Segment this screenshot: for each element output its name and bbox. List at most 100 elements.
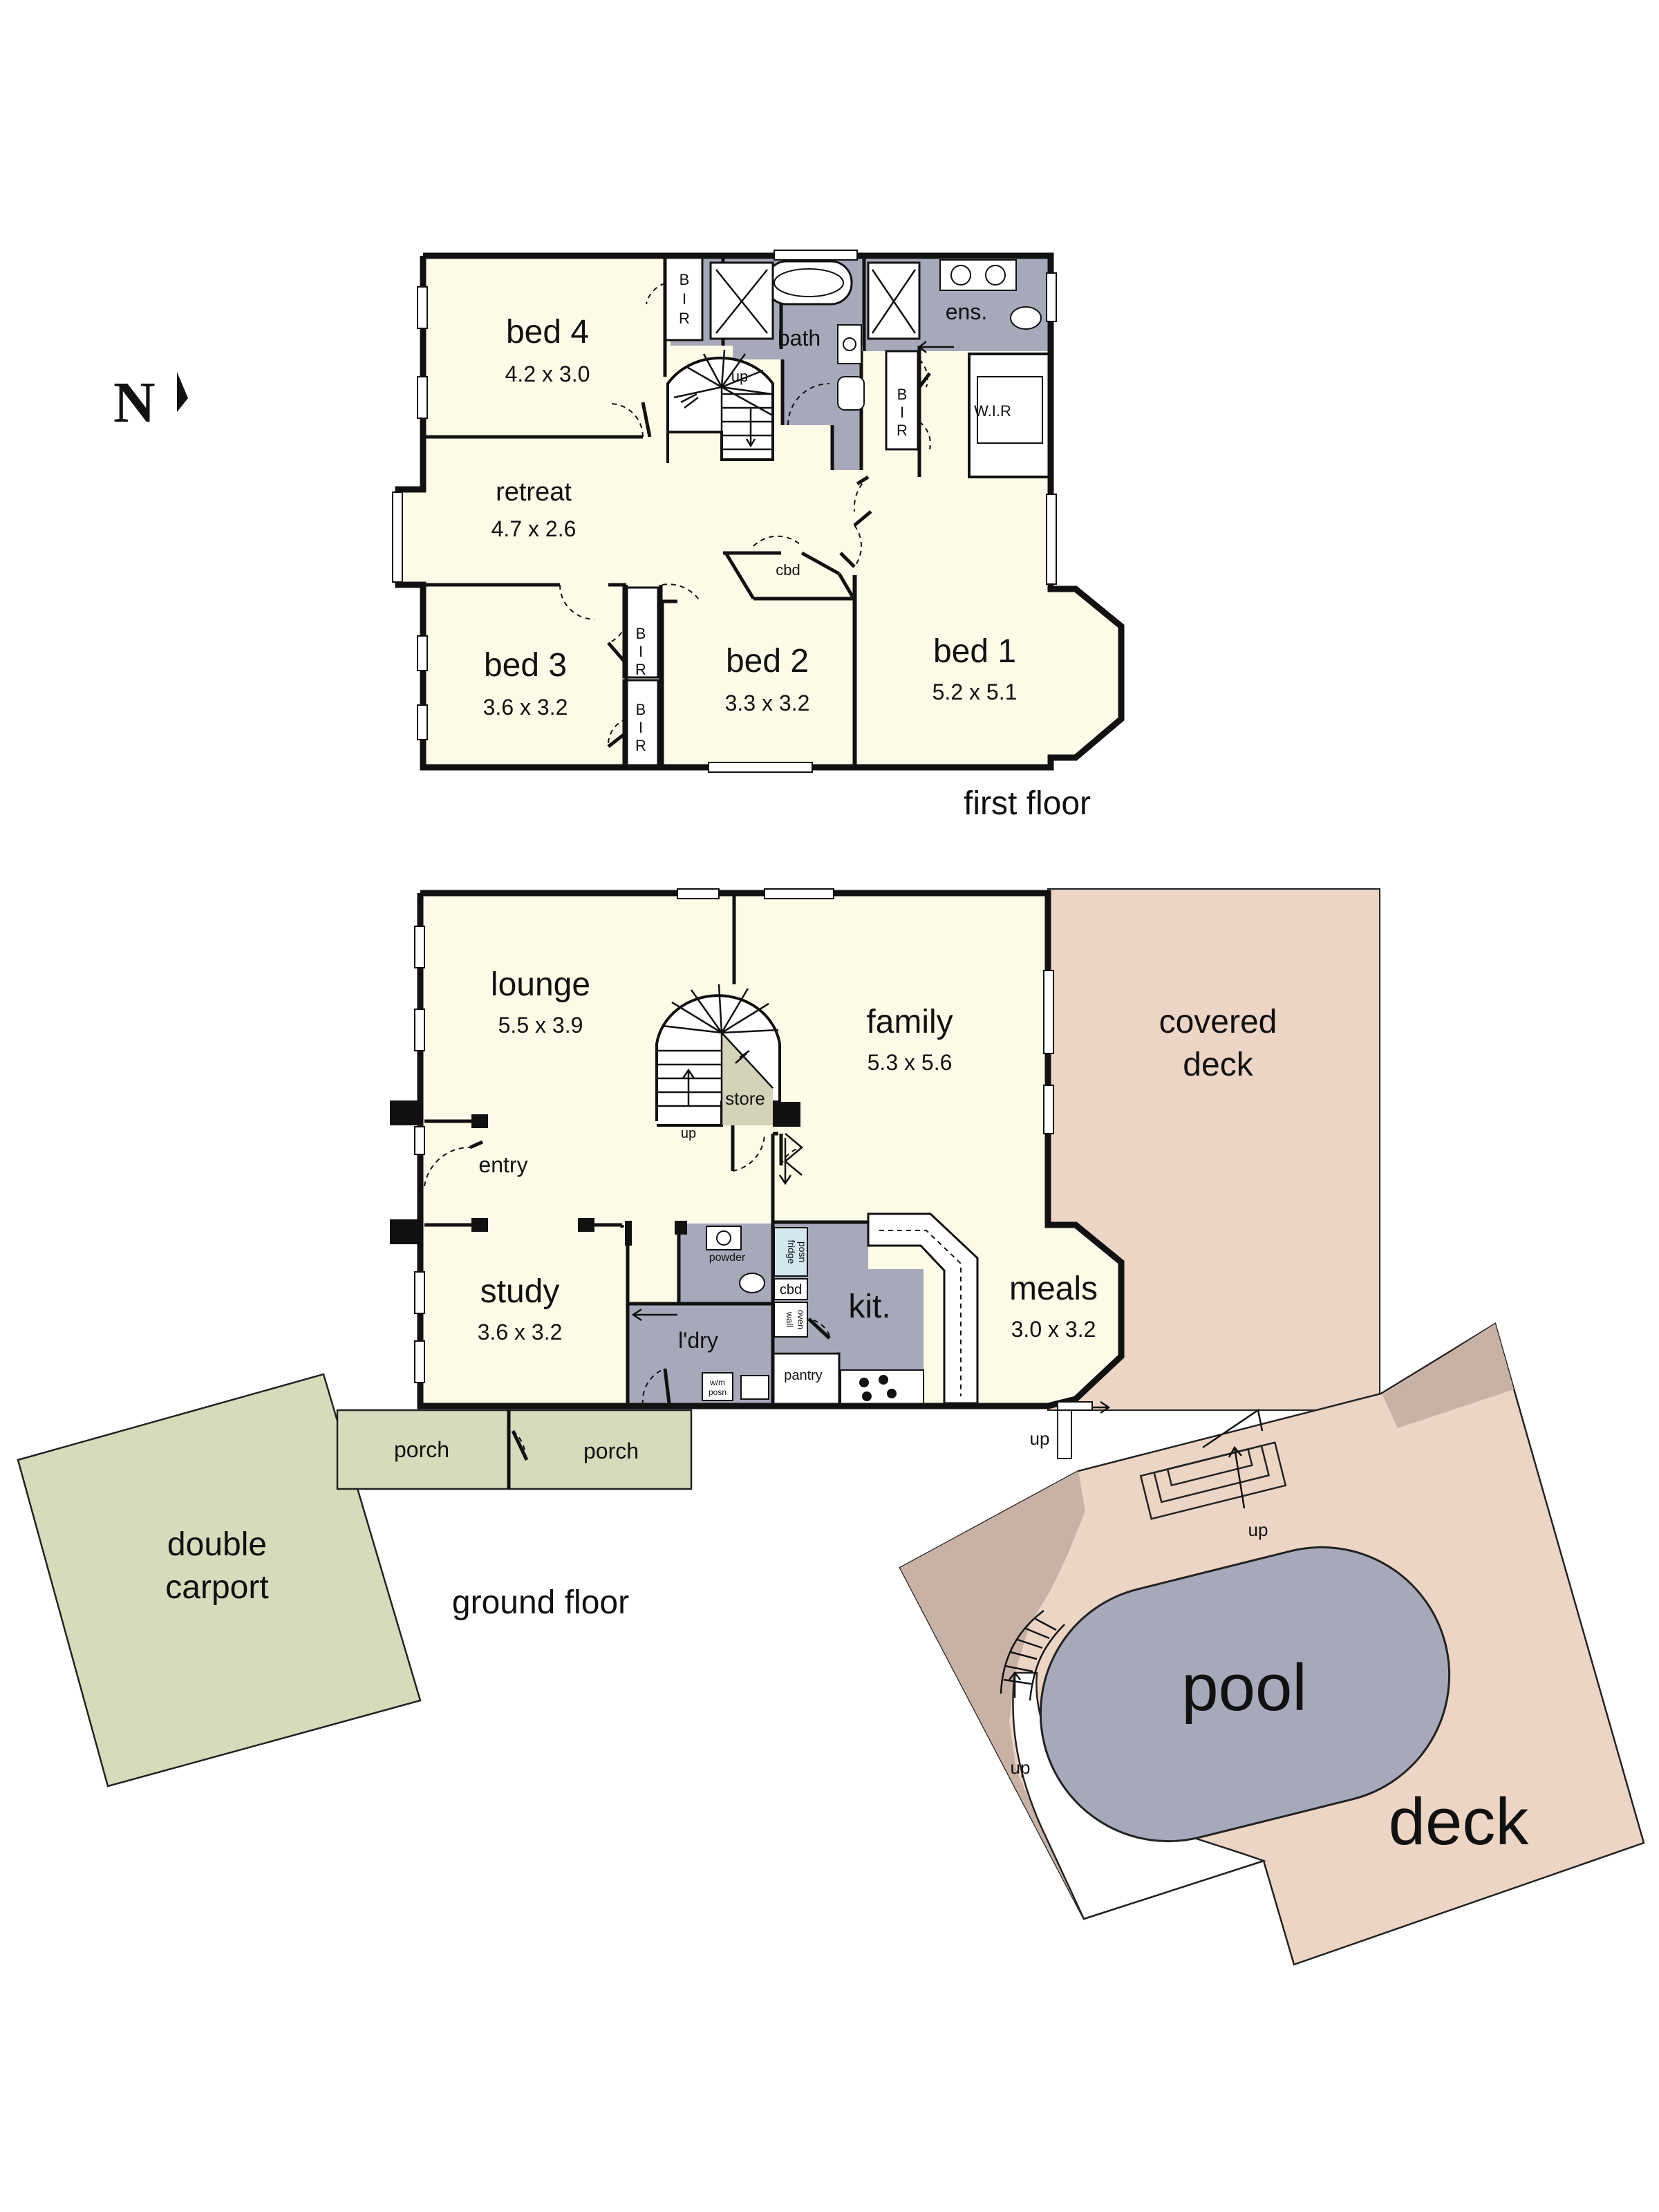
- powder-toilet-icon: [739, 1273, 765, 1293]
- porch-left-label: porch: [394, 1437, 449, 1462]
- lounge-size: 5.5 x 3.9: [498, 1013, 583, 1038]
- svg-text:I: I: [682, 290, 686, 308]
- ground-floor-stair-up: up: [681, 1126, 696, 1141]
- steps-up-label: up: [1248, 1519, 1268, 1540]
- covered-deck-line1: covered: [1159, 1004, 1277, 1040]
- first-floor-door-leaves: [607, 372, 931, 748]
- retreat-name: retreat: [496, 478, 572, 507]
- ground-floor: up lounge 5.5 x 3.9 family 5.3: [390, 888, 1125, 1411]
- bir-bed4-letters: B I R: [679, 271, 690, 327]
- pool-steps-up-label: up: [1011, 1757, 1031, 1778]
- wm-line2: posn: [709, 1387, 727, 1397]
- bed3-name: bed 3: [484, 647, 567, 684]
- fridge-line1: fridge: [786, 1239, 797, 1264]
- first-floor-stair: up: [666, 349, 774, 463]
- bir-bed4: [664, 256, 704, 341]
- basin-bath-icon: [837, 324, 862, 364]
- svg-text:B: B: [636, 701, 646, 718]
- first-floor-cbd-label: cbd: [776, 561, 800, 579]
- bed1-name: bed 1: [933, 633, 1016, 670]
- deck-label: deck: [1389, 1785, 1530, 1859]
- bed1-size: 5.2 x 5.1: [932, 679, 1018, 704]
- deck-dark-band-top: [1382, 1324, 1514, 1428]
- laundry-arrow: [631, 1308, 677, 1322]
- bath-label: bath: [778, 326, 821, 350]
- kitchen-area: [773, 1224, 924, 1370]
- wm-box: [702, 1372, 733, 1401]
- svg-text:R: R: [635, 661, 646, 678]
- pool-steps: [1000, 1610, 1065, 1701]
- porch-right-label: porch: [583, 1438, 639, 1463]
- kitchen-label: kit.: [848, 1288, 890, 1325]
- pool-shape: [1039, 1546, 1451, 1843]
- family-size: 5.3 x 5.6: [868, 1050, 953, 1075]
- svg-text:B: B: [636, 625, 646, 642]
- wm-line1: w/m: [709, 1378, 725, 1387]
- svg-text:R: R: [897, 422, 908, 439]
- svg-text:I: I: [900, 404, 904, 421]
- first-floor-caption: first floor: [964, 785, 1091, 822]
- wir-label: W.I.R: [974, 402, 1011, 420]
- compass: N: [113, 371, 188, 435]
- wall-posts: [390, 1100, 800, 1246]
- svg-text:I: I: [639, 719, 643, 736]
- north-arrow-icon: [177, 372, 188, 412]
- ground-floor-caption: ground floor: [452, 1584, 629, 1621]
- store-label: store: [725, 1088, 765, 1109]
- deck-steps-upper: [1139, 1441, 1287, 1520]
- first-floor-windows: [392, 250, 1057, 773]
- ground-floor-windows: [414, 888, 1093, 1411]
- fridge-line2: posn: [797, 1241, 808, 1262]
- cbd-box: [774, 1278, 808, 1300]
- pantry-label: pantry: [784, 1368, 823, 1383]
- toilet-ens-icon: [1010, 306, 1042, 330]
- svg-text:R: R: [635, 737, 646, 754]
- first-floor-stair-up: up: [731, 368, 748, 385]
- outdoor-areas: covered deck porch porch double carport …: [17, 888, 1645, 1966]
- svg-text:R: R: [679, 310, 690, 327]
- deck-dark-band-left: [900, 1471, 1085, 1919]
- porch-right-area: [507, 1409, 693, 1490]
- bir-bed1-letters: B I R: [897, 386, 908, 439]
- retreat-size: 4.7 x 2.6: [491, 516, 577, 541]
- porch-gate-leaf: [511, 1430, 529, 1461]
- bed3-size: 3.6 x 3.2: [483, 695, 568, 720]
- ens-label: ens.: [946, 299, 987, 324]
- carport-line1: double: [167, 1526, 267, 1563]
- meals-size: 3.0 x 3.2: [1011, 1317, 1096, 1342]
- powder-label: powder: [709, 1252, 746, 1264]
- bir-bed3-a: [622, 586, 659, 679]
- ground-floor-interior-walls: [424, 893, 868, 1406]
- bathtub-inner-icon: [774, 268, 844, 297]
- svg-text:B: B: [679, 271, 690, 288]
- wall-oven-line2: oven: [796, 1310, 806, 1329]
- svg-text:I: I: [639, 643, 643, 660]
- bir-bed3-a-letters: B I R: [635, 625, 646, 678]
- study-name: study: [480, 1273, 560, 1310]
- hall-steps: [784, 1133, 803, 1176]
- laundry-tub: [740, 1375, 769, 1400]
- wir-label-box: [977, 376, 1043, 444]
- wall-oven-box: [774, 1302, 808, 1338]
- laundry-area: [628, 1304, 773, 1406]
- meals-name: meals: [1009, 1271, 1098, 1307]
- study-size: 3.6 x 3.2: [478, 1320, 563, 1344]
- bed2-size: 3.3 x 3.2: [725, 691, 810, 715]
- compass-label: N: [113, 371, 156, 435]
- svg-text:B: B: [897, 386, 908, 403]
- bed4-name: bed 4: [506, 314, 589, 350]
- carport-line2: carport: [165, 1569, 268, 1606]
- covered-deck-line2: deck: [1183, 1047, 1253, 1083]
- kitchen-cbd-label: cbd: [780, 1282, 802, 1297]
- entry-label: entry: [478, 1152, 527, 1177]
- pool-label: pool: [1181, 1651, 1307, 1725]
- ens-arrow: [917, 341, 954, 353]
- first-floor: up bed 4: [392, 250, 1125, 822]
- double-basin-icon: [939, 259, 1017, 291]
- laundry-label: l'dry: [678, 1328, 718, 1353]
- bir-bed3-b-letters: B I R: [635, 701, 646, 754]
- meals-up-label: up: [1030, 1428, 1050, 1449]
- lounge-name: lounge: [491, 966, 590, 1003]
- family-name: family: [866, 1004, 953, 1040]
